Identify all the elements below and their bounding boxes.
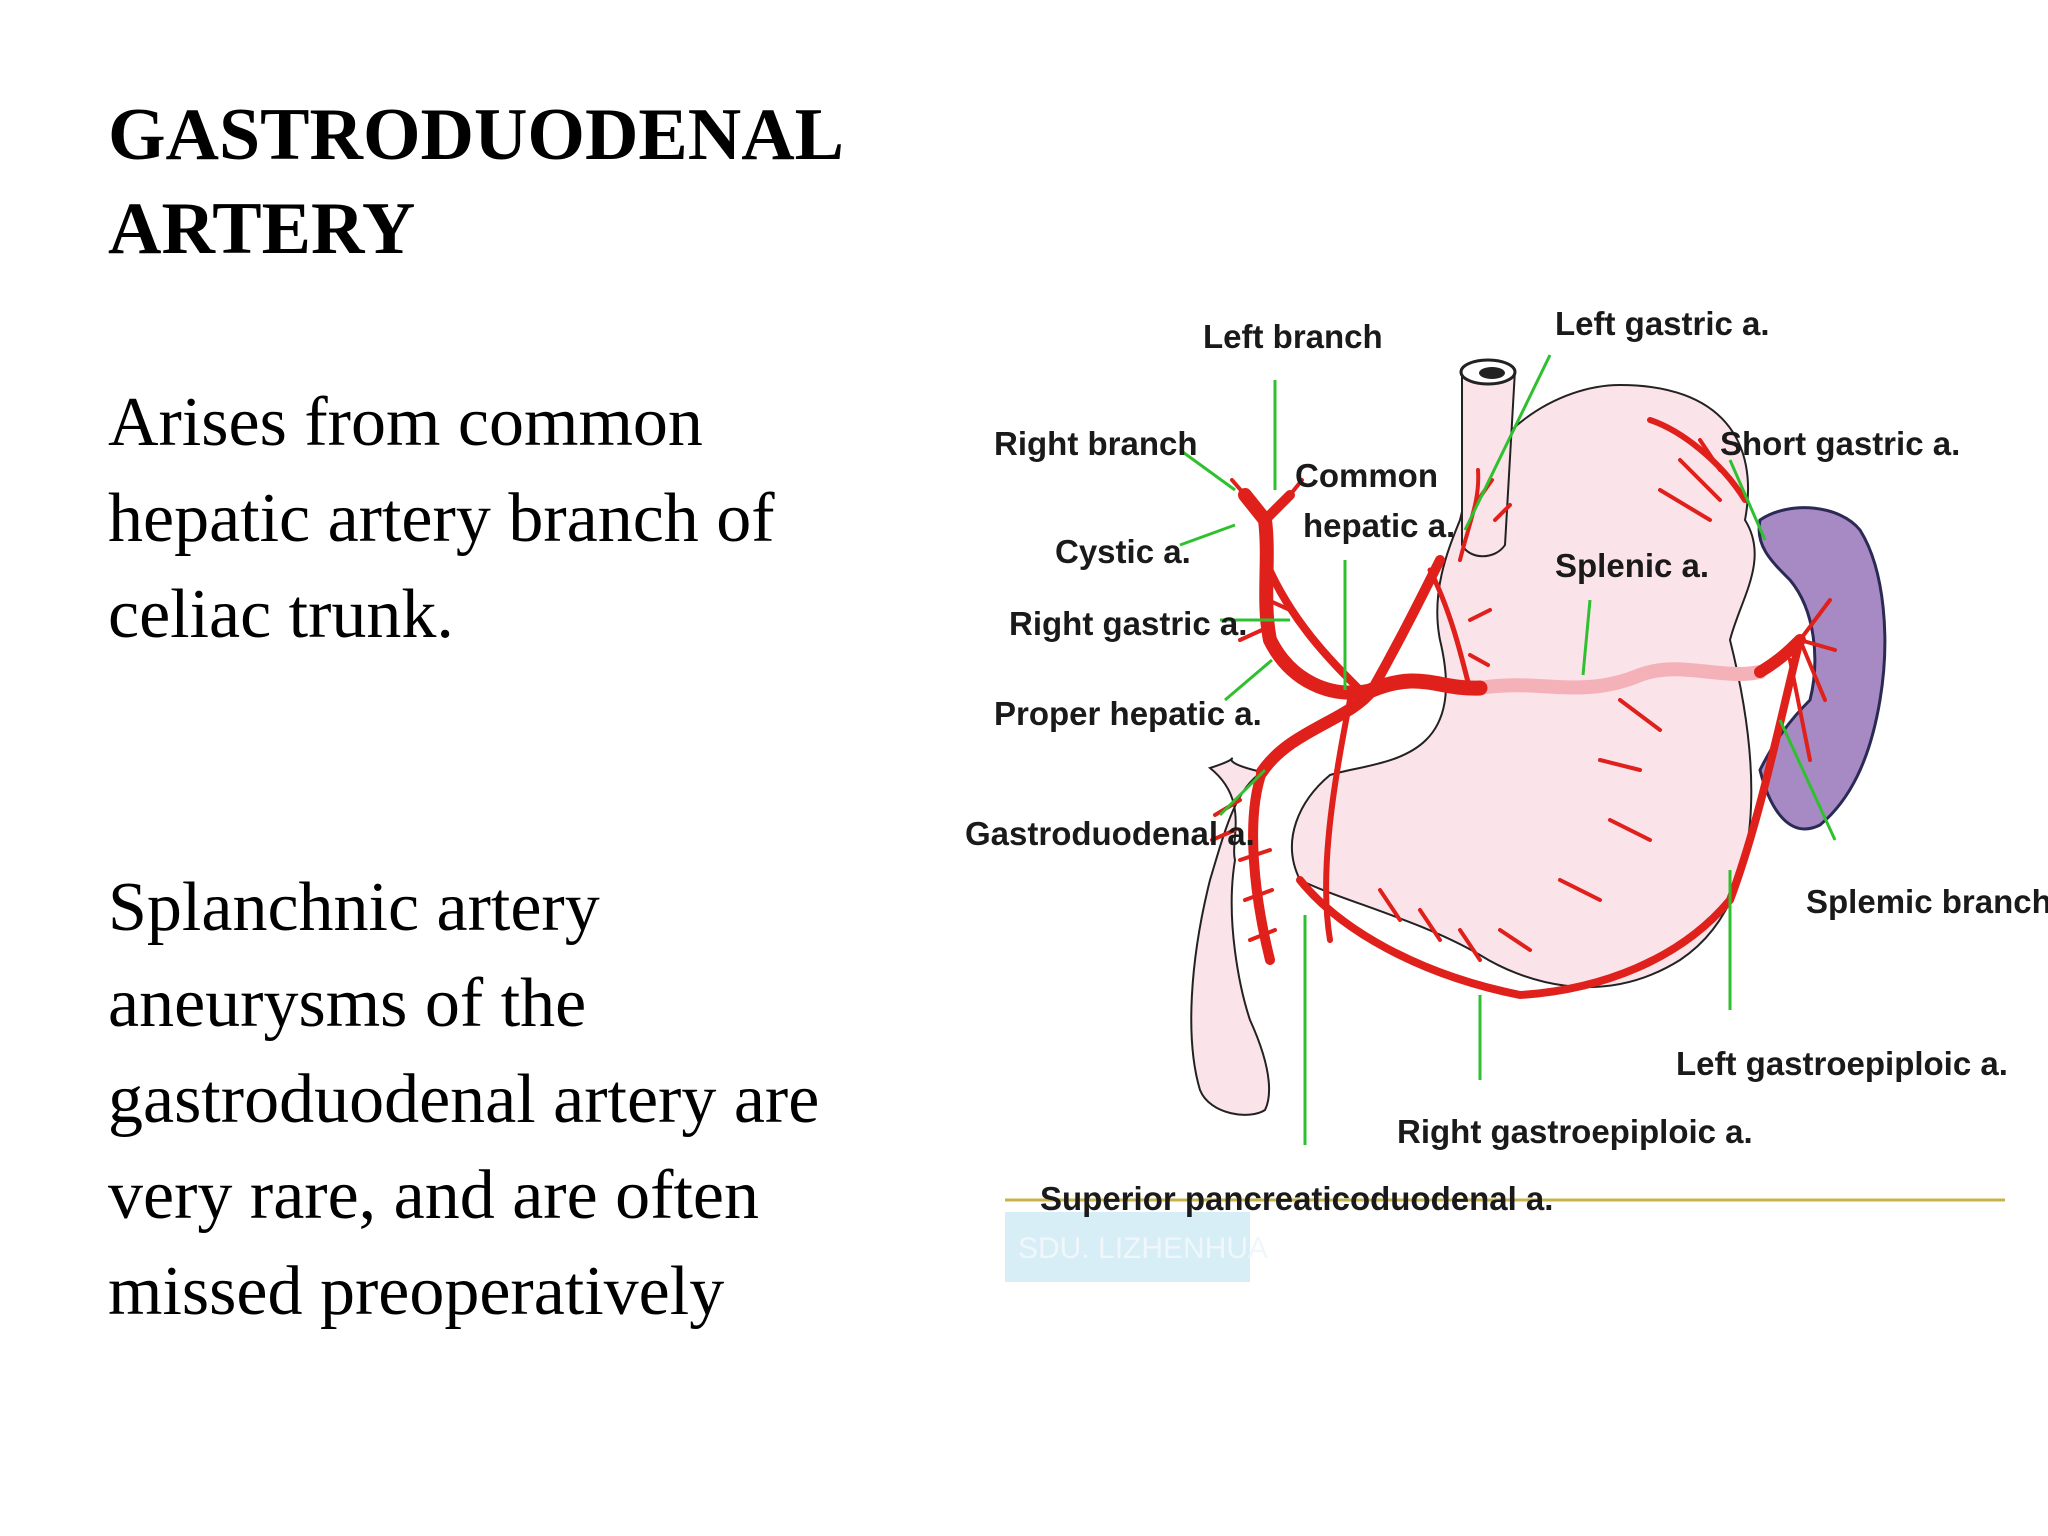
label-left-gastric: Left gastric a. bbox=[1555, 305, 1770, 342]
text-line: very rare, and are often bbox=[108, 1157, 759, 1234]
slide-title: GASTRODUODENAL ARTERY bbox=[108, 88, 1008, 276]
label-left-branch: Left branch bbox=[1203, 318, 1383, 355]
watermark-text: SDU. LIZHENHUA bbox=[1018, 1232, 1268, 1265]
title-line: GASTRODUODENAL bbox=[108, 94, 844, 176]
leader-lines bbox=[1179, 354, 1837, 1145]
artery-branches bbox=[1210, 438, 1837, 962]
label-gastroduodenal: Gastroduodenal a. bbox=[965, 815, 1255, 852]
label-right-branch: Right branch bbox=[994, 425, 1198, 462]
label-right-gastroepiploic: Right gastroepiploic a. bbox=[1397, 1113, 1753, 1150]
spleen-shape bbox=[1757, 506, 1887, 831]
text-line: aneurysms of the bbox=[108, 965, 587, 1042]
text-line: hepatic artery branch of bbox=[108, 480, 775, 557]
arteries bbox=[1238, 417, 1806, 999]
splenic-artery-pale bbox=[1473, 662, 1767, 695]
text-line: gastroduodenal artery are bbox=[108, 1061, 820, 1138]
label-cystic: Cystic a. bbox=[1055, 533, 1191, 570]
paragraph-origin: Arises from common hepatic artery branch… bbox=[108, 375, 948, 663]
esophagus-lumen bbox=[1479, 367, 1505, 379]
label-splenic: Splenic a. bbox=[1555, 547, 1709, 584]
duodenum-shape bbox=[1190, 757, 1271, 1116]
label-proper-hepatic: Proper hepatic a. bbox=[994, 695, 1262, 732]
label-splenic-branches: Splemic branches bbox=[1806, 883, 2048, 920]
title-line: ARTERY bbox=[108, 188, 416, 270]
label-common-hepatic-line2: hepatic a. bbox=[1303, 507, 1455, 544]
paragraph-aneurysm: Splanchnic artery aneurysms of the gastr… bbox=[108, 860, 948, 1340]
label-right-gastric: Right gastric a. bbox=[1009, 605, 1247, 642]
label-short-gastric: Short gastric a. bbox=[1720, 425, 1960, 462]
label-common-hepatic-line1: Common bbox=[1295, 457, 1438, 494]
watermark-box bbox=[1005, 1212, 1250, 1282]
text-line: celiac trunk. bbox=[108, 576, 454, 653]
label-superior-pancreaticoduodenal: Superior pancreaticoduodenal a. bbox=[1040, 1180, 1553, 1217]
text-line: Splanchnic artery bbox=[108, 869, 600, 946]
text-line: missed preoperatively bbox=[108, 1253, 725, 1330]
label-left-gastroepiploic: Left gastroepiploic a. bbox=[1676, 1045, 2008, 1082]
text-line: Arises from common bbox=[108, 384, 703, 461]
